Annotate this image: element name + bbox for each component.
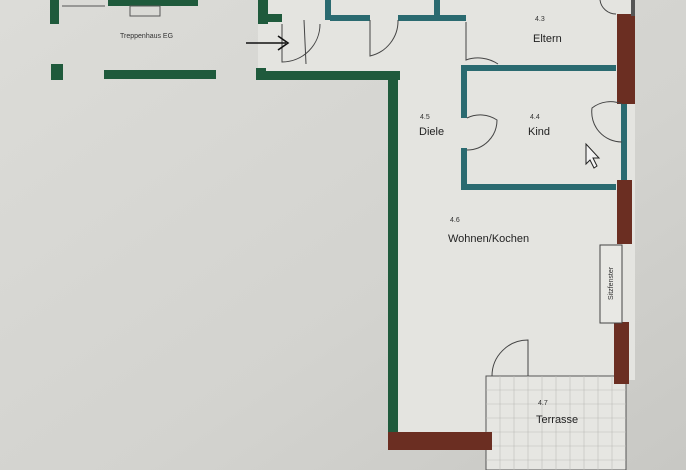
living-room-label: Wohnen/Kochen [448, 233, 529, 245]
window-seat [599, 244, 623, 324]
parents-room-label: Eltern [533, 33, 562, 45]
terrace-label: Terrasse [536, 414, 578, 426]
exterior-walls [256, 0, 400, 435]
terrace-area [485, 375, 627, 470]
mouse-cursor-icon [585, 142, 601, 169]
living-room-number: 4.6 [450, 217, 460, 224]
child-room-number: 4.4 [530, 114, 540, 121]
stairwell-walls [50, 0, 216, 80]
entrance-arrow-icon [246, 35, 290, 51]
apartment-floor [258, 0, 635, 440]
brown-walls [388, 0, 635, 450]
child-room-label: Kind [528, 126, 550, 138]
door-swings [281, 0, 623, 377]
window-seat-label: Sitzfenster [608, 266, 615, 300]
hall-room-label: Diele [419, 126, 444, 138]
hall-room-number: 4.5 [420, 114, 430, 121]
parents-room-number: 4.3 [535, 16, 545, 23]
interior-walls [325, 0, 627, 190]
stairwell-label: Treppenhaus EG [120, 33, 173, 40]
terrace-number: 4.7 [538, 400, 548, 407]
